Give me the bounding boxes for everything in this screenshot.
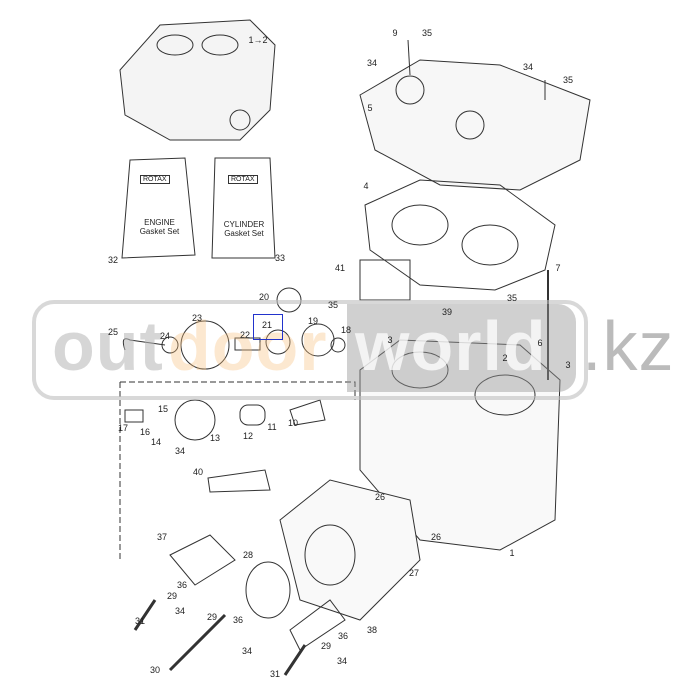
callout-34: 34 xyxy=(366,58,378,68)
callout-20: 20 xyxy=(258,292,270,302)
gasket-28 xyxy=(245,561,291,619)
callout-15: 15 xyxy=(157,404,169,414)
bracket-38 xyxy=(289,599,346,651)
cylinder-gasket-box xyxy=(211,157,276,259)
reed-valve-drawing xyxy=(359,259,411,301)
callout-35: 35 xyxy=(421,28,433,38)
watermark-door: door xyxy=(168,307,328,385)
cylinder-drawing xyxy=(359,270,561,551)
watermark-band xyxy=(347,304,576,392)
callout-14: 14 xyxy=(150,437,162,447)
callout-37: 37 xyxy=(156,532,168,542)
watermark-world: world xyxy=(355,307,547,385)
callout-7: 7 xyxy=(555,263,561,273)
callout-32: 32 xyxy=(107,255,119,265)
callout-34: 34 xyxy=(336,656,348,666)
callout-2: 2 xyxy=(502,353,508,363)
callout-6: 6 xyxy=(537,338,543,348)
callout-25: 25 xyxy=(107,327,119,337)
callout-34: 34 xyxy=(174,606,186,616)
callout-36: 36 xyxy=(337,631,349,641)
callout-41: 41 xyxy=(334,263,346,273)
head-gasket-drawing xyxy=(364,179,556,291)
rotax-logo: ROTAX xyxy=(140,175,170,184)
callout-3: 3 xyxy=(565,360,571,370)
callout-21: 21 xyxy=(261,320,273,330)
callout-34: 34 xyxy=(241,646,253,656)
callout-30: 30 xyxy=(149,665,161,675)
callout-29: 29 xyxy=(320,641,332,651)
cylinder-head-drawing xyxy=(359,39,591,191)
callout-38: 38 xyxy=(366,625,378,635)
callout-29: 29 xyxy=(206,612,218,622)
callout-12: 12 xyxy=(242,431,254,441)
callout-13: 13 xyxy=(209,433,221,443)
highlight-box xyxy=(253,314,283,340)
callout-33: 33 xyxy=(274,253,286,263)
callout-24: 24 xyxy=(159,331,171,341)
callout-36: 36 xyxy=(176,580,188,590)
gasket-40 xyxy=(207,469,271,493)
callout-34: 34 xyxy=(174,446,186,456)
watermark-kz: .kz xyxy=(582,307,675,385)
callout-11: 11 xyxy=(267,422,277,432)
callout-35: 35 xyxy=(506,293,518,303)
callout-4: 4 xyxy=(363,181,369,191)
callout-28: 28 xyxy=(242,550,254,560)
engine-assembly-drawing xyxy=(119,19,276,141)
callout-35: 35 xyxy=(327,300,339,310)
callout-5: 5 xyxy=(367,103,373,113)
callout-1-2: 1→2 xyxy=(248,35,268,45)
callout-27: 27 xyxy=(408,568,420,578)
pump-housing-13 xyxy=(174,399,216,441)
callout-31: 31 xyxy=(269,669,281,679)
callout-17: 17 xyxy=(117,423,129,433)
callout-9: 9 xyxy=(392,28,398,38)
callout-3: 3 xyxy=(387,335,393,345)
callout-26: 26 xyxy=(374,492,386,502)
watermark-out: out xyxy=(52,307,164,385)
callout-31: 31 xyxy=(134,616,146,626)
callout-26: 26 xyxy=(430,532,442,542)
callout-23: 23 xyxy=(191,313,203,323)
callout-36: 36 xyxy=(232,615,244,625)
bracket-37 xyxy=(169,534,236,586)
engine-gasket-box xyxy=(121,157,196,259)
callout-39: 39 xyxy=(441,307,453,317)
callout-16: 16 xyxy=(139,427,151,437)
callout-34: 34 xyxy=(522,62,534,72)
rotax-logo: ROTAX xyxy=(228,175,258,184)
callout-18: 18 xyxy=(340,325,352,335)
rotary-valve-cover-23 xyxy=(180,320,230,370)
callout-22: 22 xyxy=(239,330,251,340)
callout-19: 19 xyxy=(307,316,319,326)
callout-35: 35 xyxy=(562,75,574,85)
watermark-frame xyxy=(32,300,588,400)
callout-1: 1 xyxy=(509,548,515,558)
callout-29: 29 xyxy=(166,591,178,601)
callout-10: 10 xyxy=(287,418,299,428)
rotary-valve-housing-drawing xyxy=(279,479,421,621)
callout-40: 40 xyxy=(192,467,204,477)
